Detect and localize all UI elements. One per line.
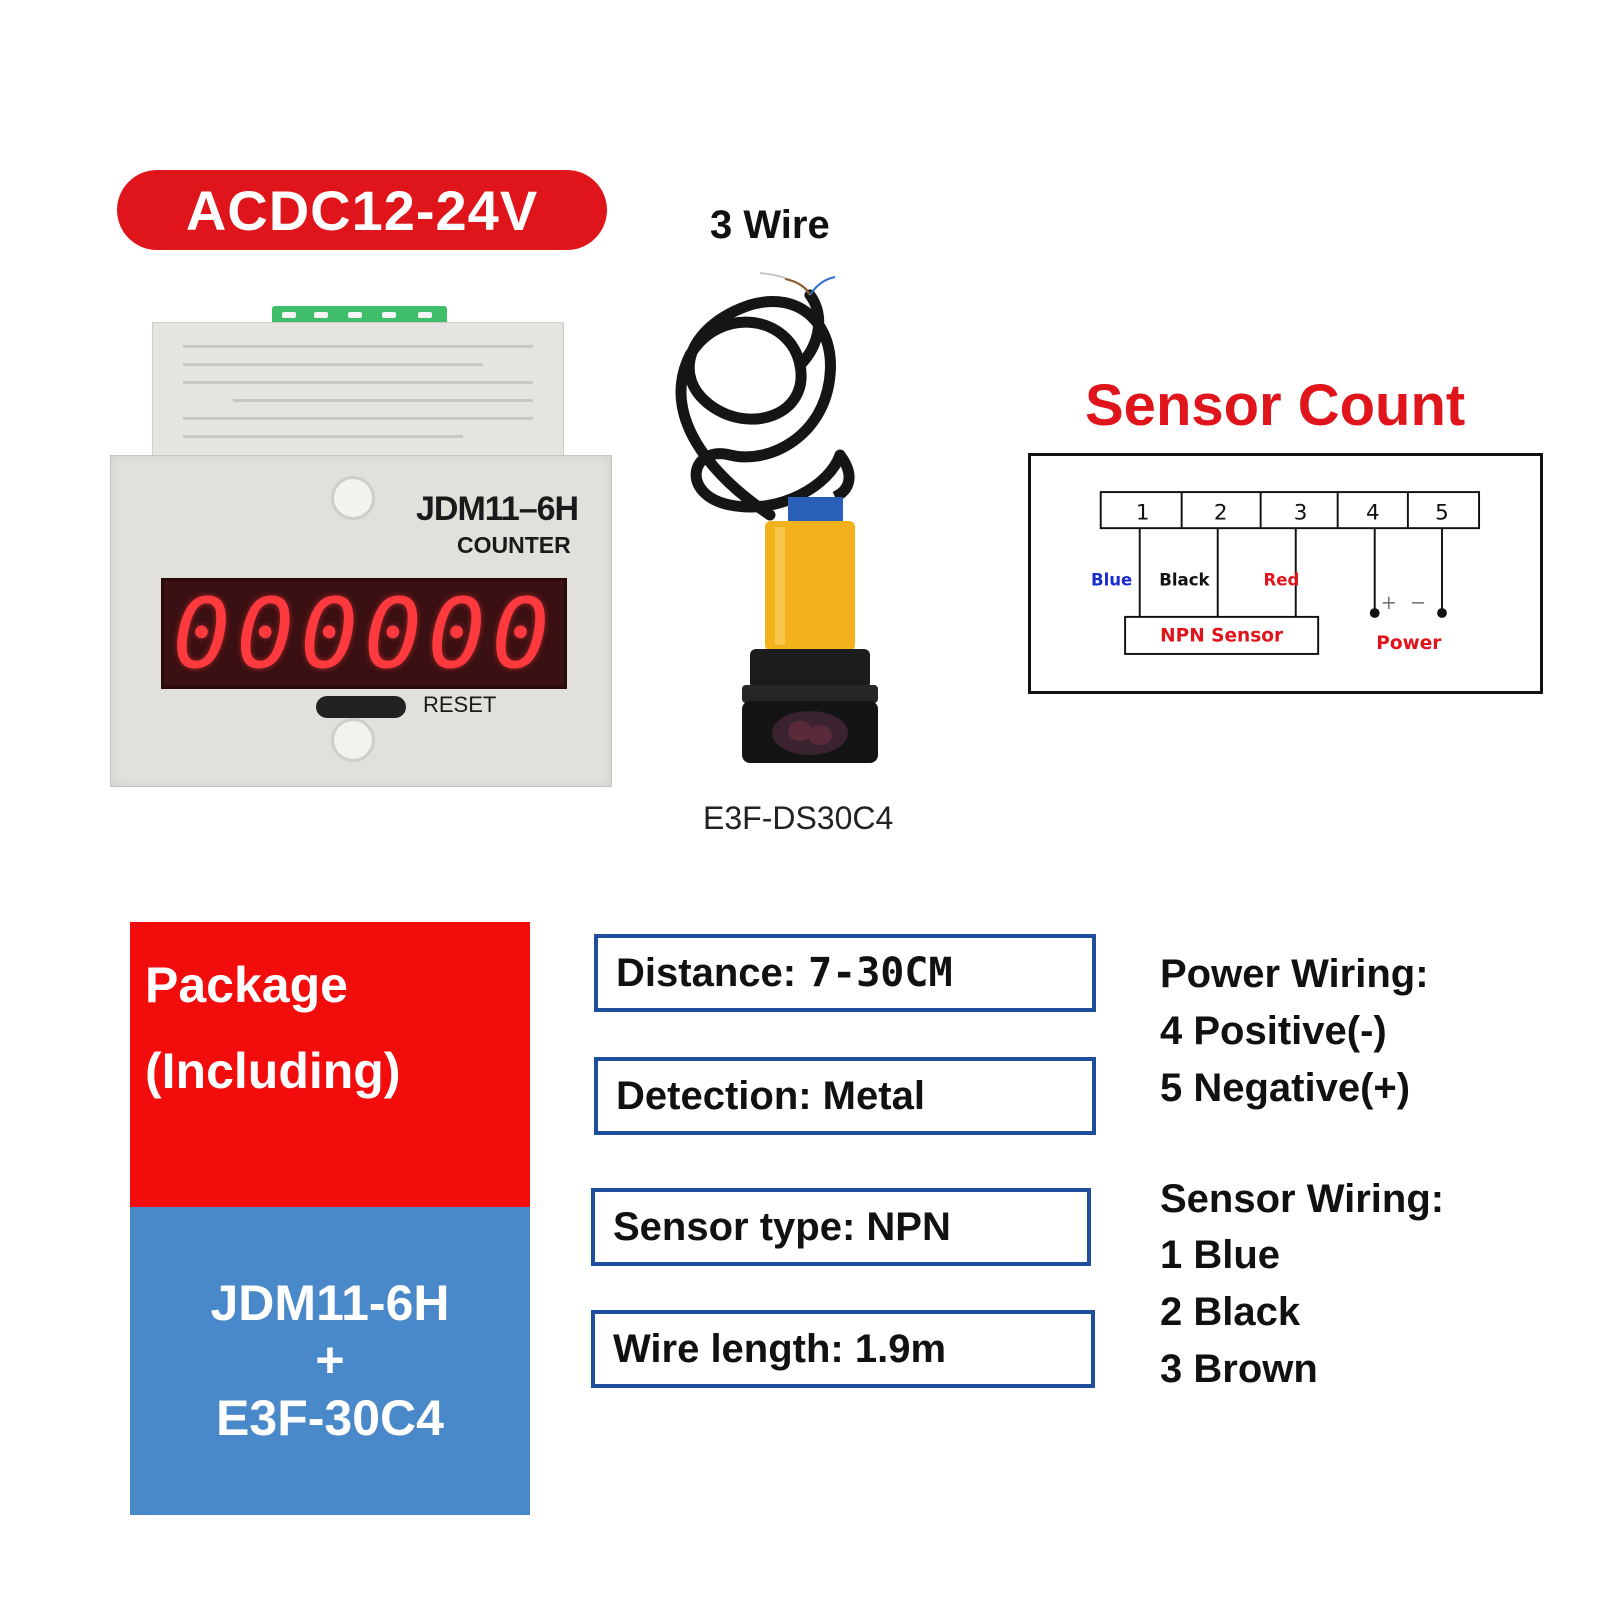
terminal-4-label: 4 — [1366, 500, 1380, 525]
wiring-diagram: 1 2 3 4 5 Blue Black Red + − NPN Sensor … — [1028, 453, 1543, 694]
spec-distance-value: 7-30CM — [808, 950, 953, 996]
terminal-1-label: 1 — [1136, 500, 1150, 525]
package-item-sensor: E3F-30C4 — [216, 1389, 444, 1446]
wire-label-black: Black — [1159, 571, 1210, 590]
minus-sign: − — [1410, 591, 1426, 614]
counter-device-image: JDM11–6H COUNTER 000000 RESET — [110, 300, 620, 790]
photoelectric-sensor-image — [675, 272, 878, 763]
reset-button — [316, 696, 406, 718]
wire-label-red: Red — [1264, 571, 1300, 590]
spec-distance: Distance: 7-30CM — [594, 934, 1096, 1012]
reset-label: RESET — [423, 692, 497, 717]
sensor-wiring-title: Sensor Wiring: — [1160, 1177, 1445, 1221]
sensor-wiring-line: 3 Brown — [1160, 1347, 1318, 1391]
spec-detection: Detection: Metal — [594, 1057, 1096, 1135]
screw-icon — [331, 476, 375, 520]
package-header: Package (Including) — [130, 922, 530, 1207]
spec-sensor-type: Sensor type: NPN — [591, 1188, 1091, 1266]
power-wiring-line: 4 Positive(-) — [1160, 1009, 1387, 1053]
package-item-counter: JDM11-6H — [210, 1274, 450, 1331]
voltage-badge: ACDC12-24V — [117, 170, 607, 250]
power-wiring-line: 5 Negative(+) — [1160, 1066, 1411, 1110]
package-plus: + — [315, 1332, 345, 1389]
package-subtitle: (Including) — [145, 1043, 401, 1099]
sensor-model-label: E3F-DS30C4 — [703, 800, 894, 836]
package-contents: JDM11-6H + E3F-30C4 — [130, 1207, 530, 1515]
wire-count-title: 3 Wire — [710, 203, 830, 247]
sensor-wiring-line: 2 Black — [1160, 1290, 1301, 1334]
terminal-2-label: 2 — [1214, 500, 1228, 525]
wire-label-blue: Blue — [1091, 571, 1132, 590]
package-title: Package — [145, 957, 348, 1013]
led-digits: 000000 — [172, 577, 556, 690]
terminal-5-label: 5 — [1435, 500, 1449, 525]
counter-type-label: COUNTER — [457, 532, 571, 558]
screw-icon — [331, 718, 375, 762]
npn-sensor-label: NPN Sensor — [1160, 625, 1284, 646]
sensor-wiring-line: 1 Blue — [1160, 1233, 1281, 1277]
spec-wire-length: Wire length: 1.9m — [591, 1310, 1095, 1388]
counter-model-label: JDM11–6H — [416, 490, 579, 528]
diagram-title: Sensor Count — [1085, 373, 1466, 438]
counter-front-panel: JDM11–6H COUNTER 000000 RESET — [110, 455, 612, 787]
terminal-3-label: 3 — [1294, 500, 1308, 525]
counter-rear-housing — [152, 322, 564, 464]
spec-distance-label: Distance: — [616, 950, 797, 995]
power-wiring-title: Power Wiring: — [1160, 952, 1429, 996]
power-label: Power — [1376, 633, 1442, 654]
plus-sign: + — [1381, 591, 1397, 614]
led-display: 000000 — [161, 578, 567, 689]
